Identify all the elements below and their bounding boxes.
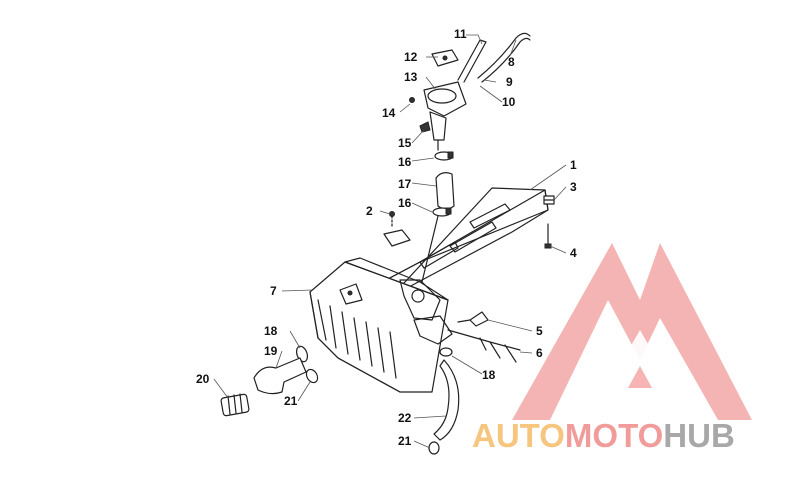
part-22-hose <box>433 359 460 441</box>
callout-2: 2 <box>366 204 373 218</box>
callout-5: 5 <box>536 324 543 338</box>
callout-19: 19 <box>264 344 278 358</box>
part-15-clip <box>419 121 431 133</box>
part-12-cap <box>431 49 459 67</box>
callout-13: 13 <box>404 70 418 84</box>
callout-1: 1 <box>570 158 577 172</box>
watermark-moto: MOTO <box>565 417 663 454</box>
watermark-logo-shape <box>512 243 752 420</box>
part-19-elbow-hose <box>253 357 307 395</box>
part-6-harness <box>447 329 521 363</box>
callout-labels: 11 12 8 13 9 10 14 15 16 1 17 3 16 2 4 7… <box>196 27 577 448</box>
callout-14: 14 <box>382 106 396 120</box>
connector-line <box>421 215 439 283</box>
watermark-text: AUTOMOTOHUB <box>472 417 735 454</box>
watermark-logo-inner-dot <box>628 366 652 388</box>
watermark-hub: HUB <box>663 417 735 454</box>
callout-18-left: 18 <box>264 324 278 338</box>
part-4-screw <box>544 223 552 249</box>
callout-20: 20 <box>196 372 210 386</box>
callout-4: 4 <box>570 246 577 260</box>
callout-16-lower: 16 <box>398 196 412 210</box>
parts-drawing <box>220 32 555 455</box>
part-11-rod <box>457 39 487 83</box>
callout-21-bottom: 21 <box>398 434 412 448</box>
part-16-clamp-lower <box>432 207 452 217</box>
callout-18-right: 18 <box>482 368 496 382</box>
part-17-hose <box>435 172 455 210</box>
part-8-hose <box>477 32 531 83</box>
callout-16-upper: 16 <box>398 155 412 169</box>
callout-15: 15 <box>398 136 412 150</box>
watermark-text-line: AUTOMOTOHUB <box>472 417 735 454</box>
part-21-clamp-lower <box>428 441 440 455</box>
part-2-bracket <box>383 211 411 247</box>
watermark-logo-inner <box>600 330 680 400</box>
watermark-logo <box>512 243 752 420</box>
callout-9: 9 <box>506 75 513 89</box>
part-5-sensor <box>457 311 489 327</box>
part-16-clamp-upper <box>434 151 454 161</box>
callout-7: 7 <box>270 284 277 298</box>
callout-12: 12 <box>404 50 418 64</box>
callout-10: 10 <box>502 95 516 109</box>
part-13-filler-neck <box>423 81 467 151</box>
part-3-grommet <box>543 195 555 205</box>
callout-3: 3 <box>570 180 577 194</box>
part-7-radiator <box>309 257 453 393</box>
part-18-clamp-right <box>439 347 453 357</box>
leader-lines <box>213 34 567 449</box>
part-20-boot <box>220 393 250 417</box>
callout-8: 8 <box>508 55 515 69</box>
part-14-screw <box>409 97 415 103</box>
callout-6: 6 <box>536 346 543 360</box>
callout-22: 22 <box>398 411 412 425</box>
callout-17: 17 <box>398 177 412 191</box>
callout-11: 11 <box>454 27 467 41</box>
part-21-clamp-upper <box>305 368 319 384</box>
callout-21-left: 21 <box>284 394 298 408</box>
watermark-auto: AUTO <box>472 417 565 454</box>
